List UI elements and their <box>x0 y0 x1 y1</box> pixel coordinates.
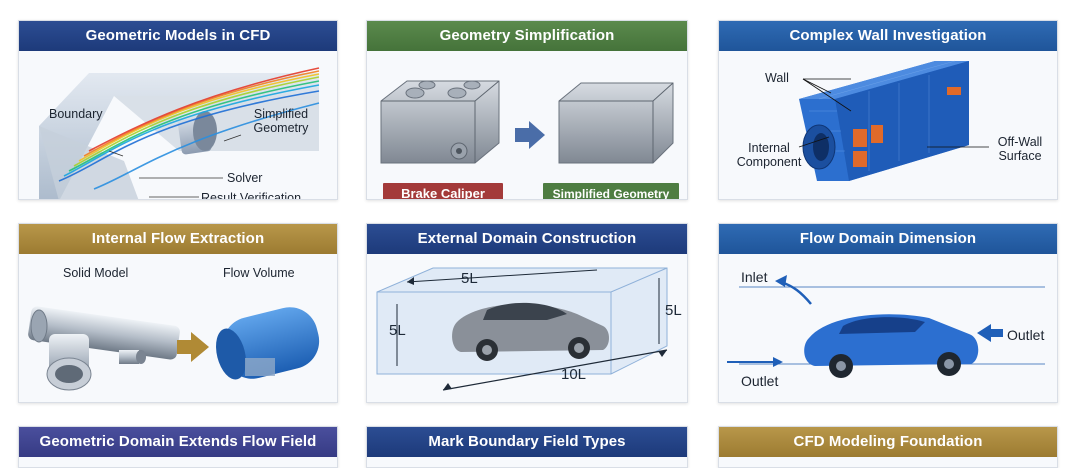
card-illustration: Brake Caliper Simplified Geometry <box>367 51 687 199</box>
label-result-verification: Result Verification <box>201 191 302 200</box>
caliper-illustration <box>380 80 674 164</box>
card-flow-domain-dimension: Flow Domain Dimension Inlet Outlet Outle… <box>718 223 1058 403</box>
card-illustration: Solid Model Flow Volume <box>19 254 337 402</box>
card-complex-wall: Complex Wall Investigation Wall <box>718 20 1058 200</box>
card-illustration: Inlet Outlet Outlet <box>719 254 1057 402</box>
card-title: Complex Wall Investigation <box>719 21 1057 51</box>
label-off-wall-surface: Off-Wall Surface <box>997 135 1043 163</box>
card-title: External Domain Construction <box>367 224 687 254</box>
card-title: Geometry Simplification <box>367 21 687 51</box>
card-illustration: Boundary Simplified Geometry Solver Resu… <box>19 51 337 199</box>
label-inlet: Inlet <box>741 269 768 285</box>
label-outlet-right: Outlet <box>1007 327 1045 343</box>
dim-right-5l: 5L <box>665 302 682 319</box>
card-title: CFD Modeling Foundation <box>719 427 1057 457</box>
dim-bottom-10l: 10L <box>561 366 587 383</box>
label-wall: Wall <box>765 71 789 85</box>
label-solid-model: Solid Model <box>63 266 129 280</box>
card-title: Geometric Models in CFD <box>19 21 337 51</box>
card-title: Geometric Domain Extends Flow Field <box>19 427 337 457</box>
label-boundary: Boundary <box>49 107 103 121</box>
pipe-to-flow-illustration <box>28 306 320 391</box>
dim-top-5l: 5L <box>461 270 478 287</box>
tag-brake-caliper: Brake Caliper <box>383 183 503 199</box>
arrow-left-icon <box>775 275 787 287</box>
arrow-right-icon <box>727 357 783 367</box>
card-geometry-simplification: Geometry Simplification Brake Caliper Si <box>366 20 688 200</box>
card-title: Flow Domain Dimension <box>719 224 1057 254</box>
card-illustration: Wall Internal Component Off-Wall Surface <box>719 51 1057 199</box>
dim-left-5l: 5L <box>389 322 406 339</box>
card-geometric-domain-extends: Geometric Domain Extends Flow Field <box>18 426 338 468</box>
wall-box-illustration <box>798 60 989 181</box>
arrow-right-icon <box>177 332 209 362</box>
card-cfd-foundation: CFD Modeling Foundation <box>718 426 1058 468</box>
arrow-right-icon <box>515 121 545 149</box>
label-simplified-geometry: Simplified Geometry <box>253 107 309 135</box>
card-illustration: 5L 5L 5L 10L <box>367 254 687 402</box>
card-internal-flow: Internal Flow Extraction Solid Model Flo… <box>18 223 338 403</box>
label-outlet-bottom: Outlet <box>741 373 779 389</box>
label-solver: Solver <box>227 171 263 185</box>
label-internal-component: Internal Component <box>736 141 802 169</box>
external-domain-illustration <box>376 267 668 391</box>
cfd-pipe-illustration <box>39 67 320 199</box>
card-title: Mark Boundary Field Types <box>367 427 687 457</box>
card-title: Internal Flow Extraction <box>19 224 337 254</box>
label-flow-volume: Flow Volume <box>223 266 295 280</box>
card-external-domain: External Domain Construction 5L 5L 5L 10… <box>366 223 688 403</box>
card-geometric-models: Geometric Models in CFD <box>18 20 338 200</box>
card-mark-boundary: Mark Boundary Field Types <box>366 426 688 468</box>
tag-simplified-geometry: Simplified Geometry <box>543 183 679 199</box>
car-flow-illustration <box>727 275 1045 378</box>
arrow-left-icon <box>977 324 1003 342</box>
